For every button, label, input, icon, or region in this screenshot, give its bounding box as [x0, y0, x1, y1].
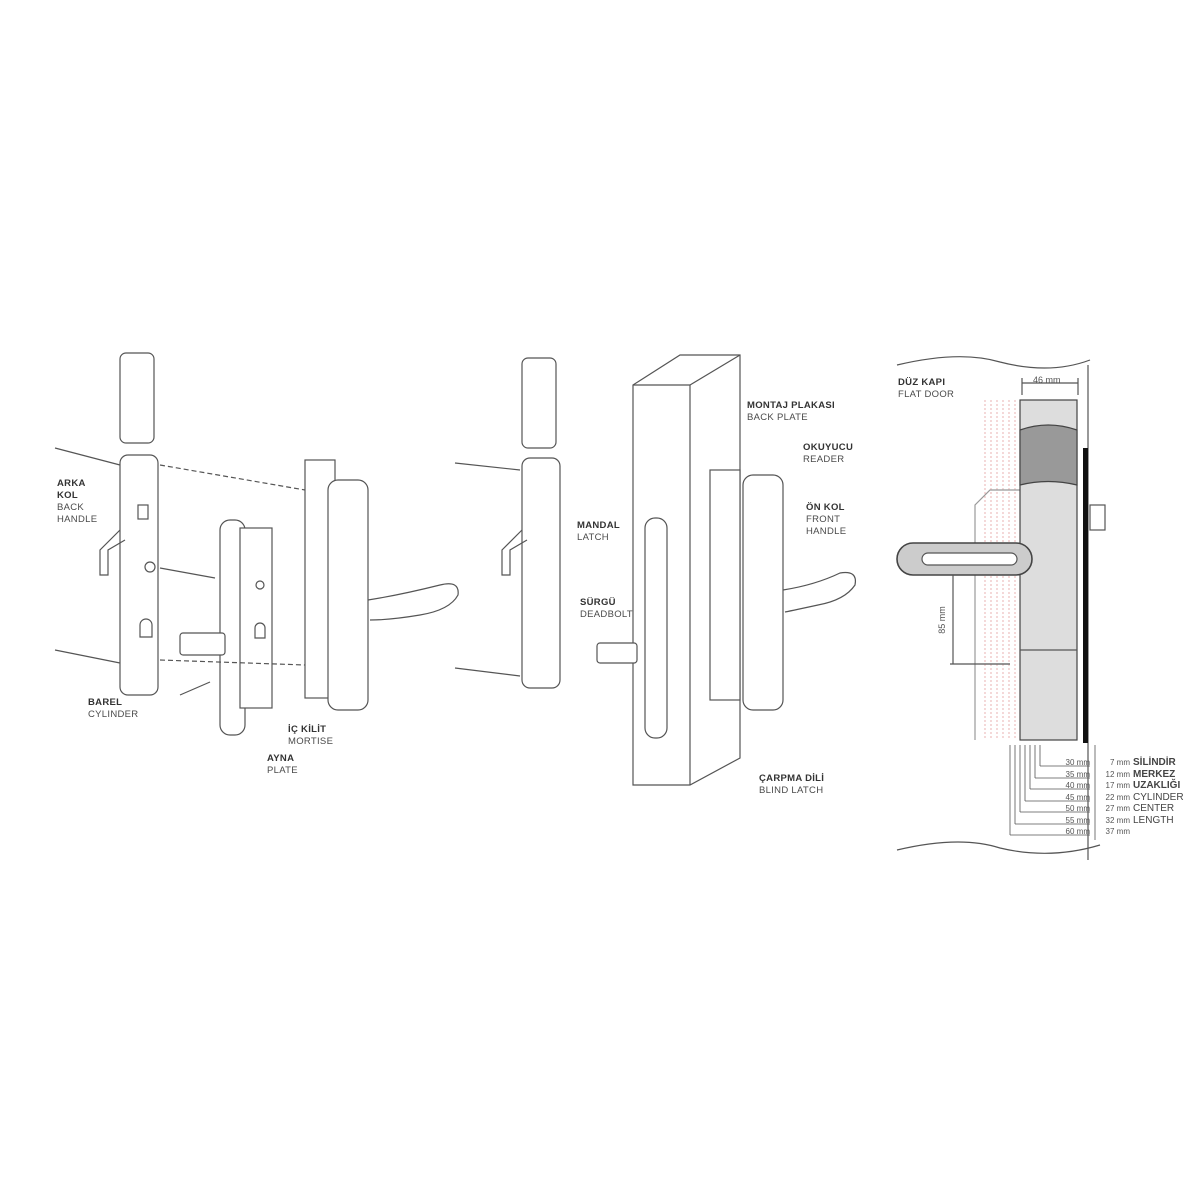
center-distance: 32 mm	[1105, 815, 1130, 825]
label-en: BACK PLATE	[747, 412, 808, 423]
door-thickness: 35 mm	[1065, 769, 1090, 779]
back-lever	[99, 529, 126, 576]
row-label: CENTER	[1133, 803, 1175, 814]
center-distance: 22 mm	[1105, 792, 1130, 802]
label-mortise: İÇ KİLİT MORTISE	[288, 724, 333, 748]
label-en: BACK	[57, 502, 85, 513]
center-distance: 27 mm	[1105, 804, 1130, 813]
front-handle-plate	[327, 479, 369, 711]
label-front-handle: ÖN KOL FRONT HANDLE	[806, 502, 846, 538]
label-flat-door: DÜZ KAPI FLAT DOOR	[898, 377, 954, 401]
door-thickness: 40 mm	[1065, 781, 1090, 790]
label-tr: MANDAL	[577, 520, 620, 531]
row-label: SİLİNDİR	[1133, 757, 1176, 768]
center-distance: 37 mm	[1105, 827, 1130, 836]
row-label: MERKEZ	[1133, 768, 1176, 780]
door-thickness: 50 mm	[1065, 804, 1090, 813]
back-handle-plate	[119, 454, 159, 696]
label-en: BLIND LATCH	[759, 785, 824, 796]
front-lever	[367, 583, 459, 621]
label-en: CYLINDER	[88, 709, 139, 720]
screw	[54, 447, 121, 466]
label-en: READER	[803, 454, 845, 465]
label-back-plate: MONTAJ PLAKASI BACK PLATE	[747, 400, 835, 424]
label-en: MORTISE	[288, 736, 334, 747]
mortise-body	[239, 527, 273, 709]
middle-assembly	[454, 354, 857, 786]
row-label: CYLINDER	[1133, 791, 1184, 803]
label-tr: ÇARPMA DİLİ	[759, 773, 825, 784]
door-thickness: 55 mm	[1065, 815, 1090, 825]
label-tr: ÖN KOL	[806, 502, 845, 513]
door-thickness: 45 mm	[1065, 792, 1090, 802]
label-latch: MANDAL LATCH	[577, 520, 620, 544]
label-tr: İÇ KİLİT	[288, 724, 327, 735]
cylinder	[179, 632, 226, 656]
label-tr: SÜRGÜ	[580, 597, 616, 608]
center-distance: 17 mm	[1105, 781, 1130, 790]
center-distance: 7 mm	[1110, 758, 1130, 767]
left-assembly	[54, 352, 459, 736]
label-en: PLATE	[267, 765, 298, 776]
table-row: 60 mm 37 mm	[1050, 826, 1184, 838]
label-en: DEADBOLT	[580, 609, 633, 620]
screw	[54, 649, 121, 664]
label-reader: OKUYUCU READER	[803, 442, 853, 466]
width-dimension: 46 mm	[1033, 375, 1061, 385]
label-blind-latch: ÇARPMA DİLİ BLIND LATCH	[759, 773, 824, 797]
door-thickness: 30 mm	[1065, 758, 1090, 767]
label-en: LATCH	[577, 532, 609, 543]
label-en: HANDLE	[57, 514, 98, 525]
label-plate: AYNA PLATE	[267, 753, 298, 777]
label-cylinder: BAREL CYLINDER	[88, 697, 138, 721]
label-tr: BAREL	[88, 697, 123, 708]
label-en: FLAT DOOR	[898, 389, 955, 400]
handle-height-dimension: 85 mm	[936, 606, 947, 634]
label-tr: AYNA	[267, 753, 295, 764]
reader-cover	[119, 352, 155, 444]
label-tr: MONTAJ PLAKASI	[747, 400, 835, 411]
row-label: LENGTH	[1133, 814, 1174, 826]
label-back-handle: ARKA KOL BACK HANDLE	[57, 478, 97, 526]
label-en: FRONT	[806, 514, 841, 525]
door-thickness: 60 mm	[1065, 827, 1090, 836]
label-deadbolt: SÜRGÜ DEADBOLT	[580, 597, 633, 621]
flat-door-section	[896, 356, 1106, 860]
row-label: UZAKLIĞI	[1133, 780, 1181, 791]
label-tr: DÜZ KAPI	[898, 377, 946, 388]
label-tr: KOL	[57, 490, 78, 501]
label-tr: ARKA	[57, 478, 86, 489]
label-tr: OKUYUCU	[803, 442, 854, 453]
label-en: HANDLE	[806, 526, 847, 537]
center-distance: 12 mm	[1105, 769, 1130, 779]
